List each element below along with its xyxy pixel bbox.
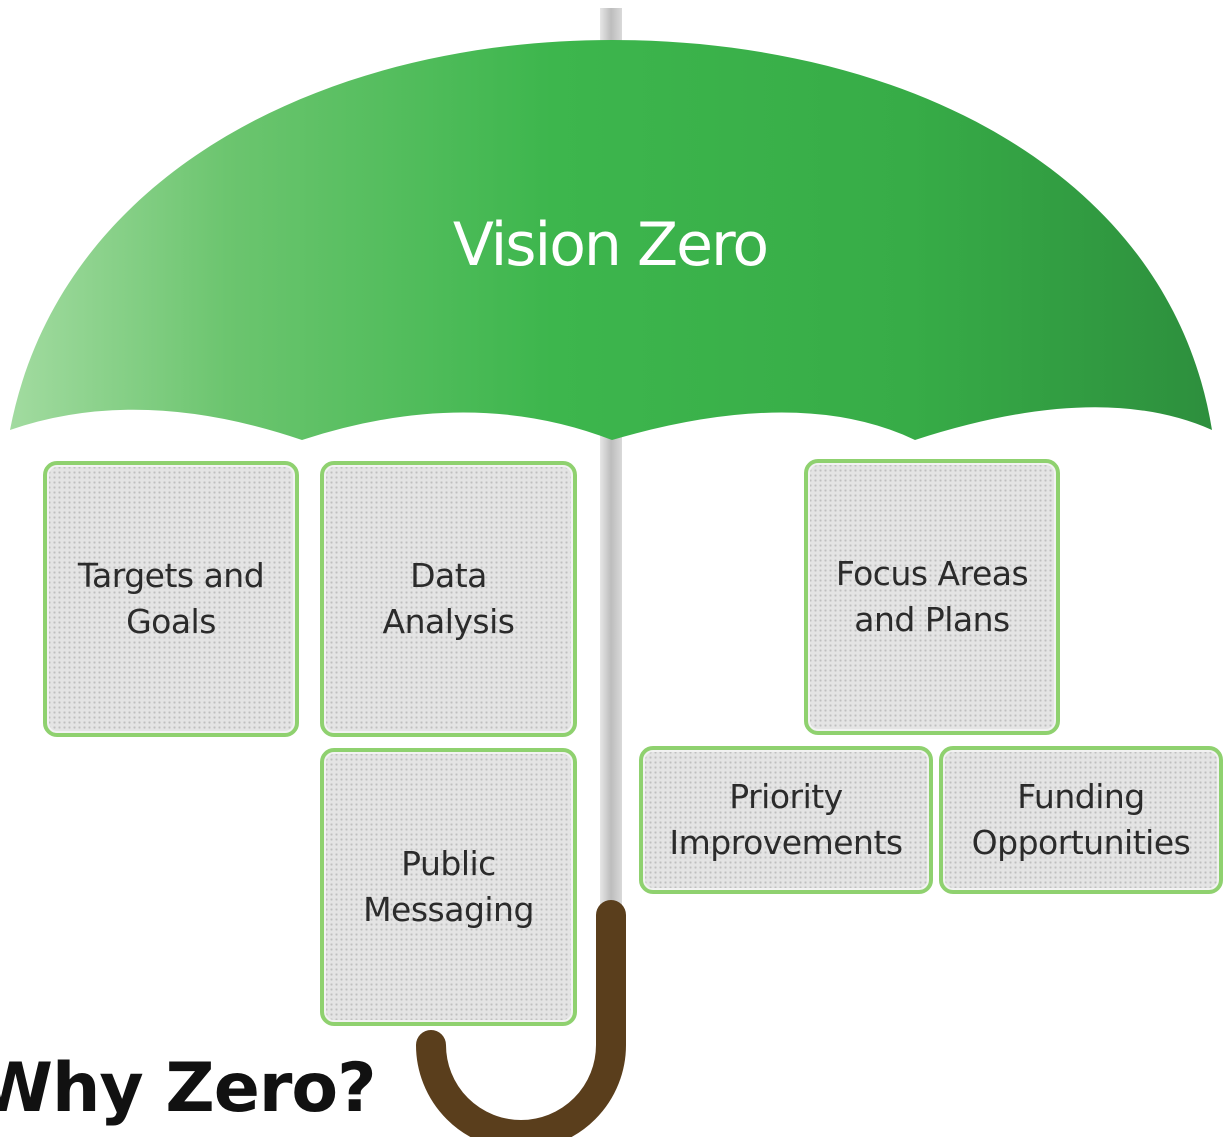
umbrella-canopy — [10, 40, 1212, 440]
box-data-analysis: Data Analysis — [320, 461, 577, 737]
umbrella-tip — [600, 8, 622, 48]
box-label: Priority Improvements — [669, 777, 903, 862]
box-label: Targets and Goals — [77, 556, 265, 641]
box-label: Public Messaging — [363, 844, 534, 929]
footer-heading: Why Zero? — [0, 1049, 377, 1128]
box-targets-and-goals: Targets and Goals — [43, 461, 299, 737]
box-label: Data Analysis — [382, 556, 515, 641]
box-public-messaging: Public Messaging — [320, 748, 577, 1026]
umbrella-shaft — [600, 420, 622, 920]
box-focus-areas-and-plans: Focus Areas and Plans — [804, 459, 1060, 735]
umbrella-handle — [416, 900, 626, 1137]
box-funding-opportunities: Funding Opportunities — [939, 746, 1223, 894]
box-priority-improvements: Priority Improvements — [639, 746, 933, 894]
box-label: Focus Areas and Plans — [835, 554, 1029, 639]
canopy-title: Vision Zero — [453, 210, 767, 280]
box-label: Funding Opportunities — [971, 777, 1191, 862]
